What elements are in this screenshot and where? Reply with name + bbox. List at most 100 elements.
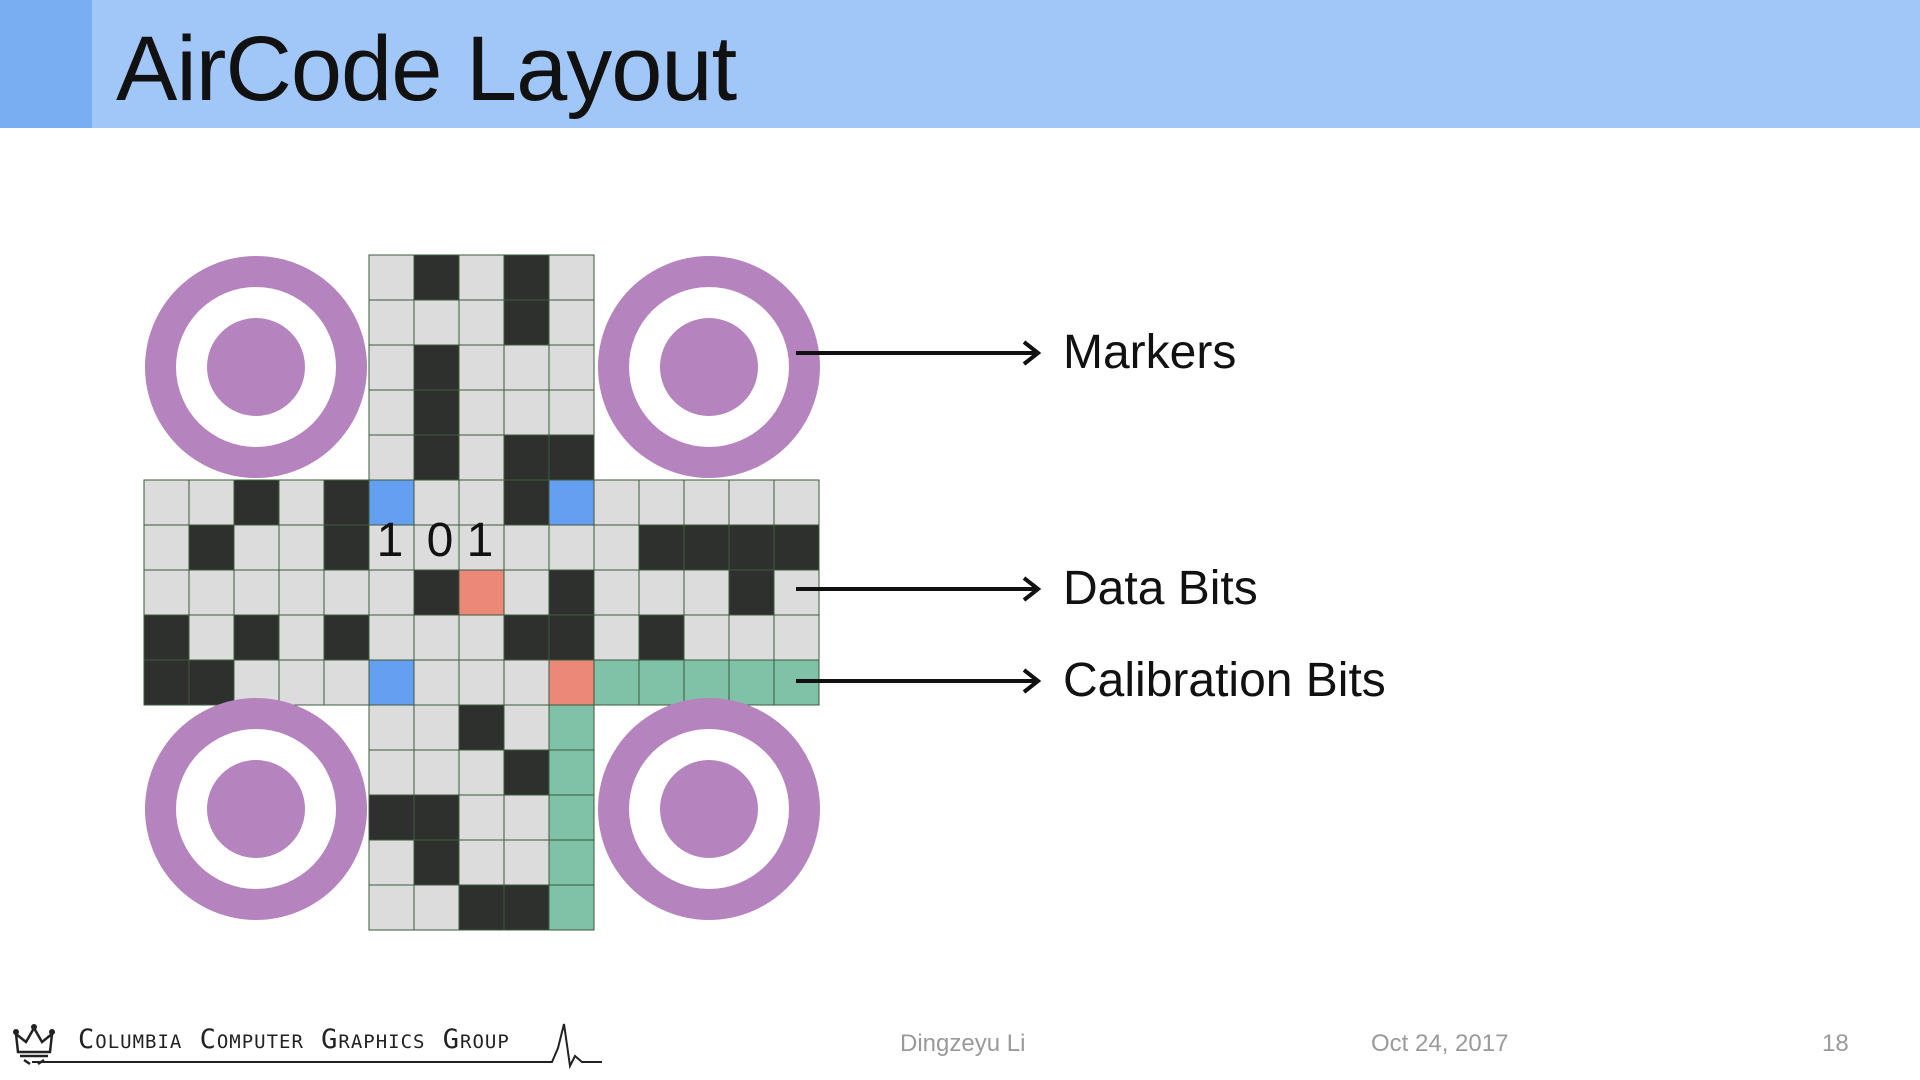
- grid-cell-light: [458, 434, 505, 481]
- calibration-bits-label: Calibration Bits: [1063, 654, 1386, 707]
- grid-cell-light: [233, 524, 280, 571]
- grid-cell-dark: [728, 524, 775, 571]
- grid-cell-light: [548, 344, 595, 391]
- title-bar: [0, 0, 1920, 128]
- grid-cell-green: [548, 704, 595, 751]
- grid-cell-dark: [188, 524, 235, 571]
- grid-cell-green: [638, 659, 685, 706]
- grid-cell-light: [413, 479, 460, 526]
- data-bits-arrow: [796, 576, 1042, 602]
- grid-cell-light: [458, 299, 505, 346]
- grid-cell-light: [413, 614, 460, 661]
- grid-cell-dark: [503, 884, 550, 931]
- grid-cell-light: [593, 524, 640, 571]
- grid-cell-light: [278, 479, 325, 526]
- markers-arrow: [796, 340, 1042, 366]
- grid-cell-light: [413, 659, 460, 706]
- grid-cell-light: [458, 659, 505, 706]
- grid-cell-dark: [323, 614, 370, 661]
- grid-cell-light: [773, 569, 820, 616]
- markers-group: [145, 256, 820, 920]
- author-name: Dingzeyu Li: [900, 1030, 1026, 1057]
- marker: [145, 256, 367, 478]
- grid-cell-light: [458, 614, 505, 661]
- grid-cell-light: [503, 569, 550, 616]
- grid-cell-light: [548, 389, 595, 436]
- grid-cell-dark: [503, 614, 550, 661]
- grid-cell-dark: [143, 659, 190, 706]
- grid-cell-light: [503, 839, 550, 886]
- grid-cell-light: [593, 614, 640, 661]
- grid-cell-light: [413, 524, 460, 571]
- grid-cell-light: [368, 344, 415, 391]
- grid-cell-light: [458, 479, 505, 526]
- grid-cell-green: [548, 794, 595, 841]
- marker-center-dot: [660, 760, 758, 858]
- grid-cell-light: [548, 524, 595, 571]
- marker: [598, 256, 820, 478]
- grid-cell-light: [368, 884, 415, 931]
- grid-cell-light: [323, 659, 370, 706]
- grid-cell-light: [278, 524, 325, 571]
- marker-center-dot: [207, 760, 305, 858]
- grid-cell-dark: [413, 794, 460, 841]
- grid-cell-light: [503, 344, 550, 391]
- bit-value-label: 1: [377, 514, 404, 567]
- grid-cell-light: [413, 704, 460, 751]
- grid-cell-dark: [503, 749, 550, 796]
- grid-cell-blue: [548, 479, 595, 526]
- grid-cell-dark: [323, 479, 370, 526]
- grid-cell-green: [683, 659, 730, 706]
- grid-cell-light: [278, 614, 325, 661]
- grid-cell-dark: [458, 704, 505, 751]
- grid-cell-light: [368, 839, 415, 886]
- logo-text: Columbia Computer Graphics Group: [78, 1024, 510, 1055]
- grid-cell-dark: [728, 569, 775, 616]
- grid-cell-green: [548, 884, 595, 931]
- grid-cell-dark: [413, 389, 460, 436]
- grid-cell-green: [548, 839, 595, 886]
- grid-cell-dark: [413, 254, 460, 301]
- grid-cell-dark: [413, 569, 460, 616]
- grid-cell-light: [278, 569, 325, 616]
- grid-cell-light: [503, 524, 550, 571]
- grid-cell-dark: [143, 614, 190, 661]
- page-number: 18: [1822, 1030, 1849, 1057]
- grid-cell-light: [548, 299, 595, 346]
- grid-cell-green: [593, 659, 640, 706]
- grid-cell-dark: [413, 839, 460, 886]
- marker: [145, 698, 367, 920]
- grid-cell-blue: [368, 659, 415, 706]
- grid-cell-light: [368, 569, 415, 616]
- grid-cell-light: [503, 794, 550, 841]
- grid-cell-light: [143, 479, 190, 526]
- grid-cell-light: [458, 794, 505, 841]
- grid-cell-light: [503, 659, 550, 706]
- grid-cell-dark: [233, 614, 280, 661]
- grid-cell-light: [368, 614, 415, 661]
- grid-cell-dark: [368, 794, 415, 841]
- grid-cell-light: [368, 524, 415, 571]
- grid-cell-dark: [773, 524, 820, 571]
- grid-cell-light: [728, 479, 775, 526]
- grid-cell-light: [773, 479, 820, 526]
- grid-cell-green: [728, 659, 775, 706]
- grid-cell-red: [548, 659, 595, 706]
- grid-cell-dark: [503, 299, 550, 346]
- grid-cell-light: [728, 614, 775, 661]
- grid-cell-light: [278, 659, 325, 706]
- marker: [598, 698, 820, 920]
- calibration-bits-arrow: [796, 668, 1042, 694]
- grid-cell-dark: [413, 434, 460, 481]
- grid-cell-light: [368, 704, 415, 751]
- grid-cell-light: [638, 479, 685, 526]
- grid-cell-light: [413, 299, 460, 346]
- title-accent: [0, 0, 92, 128]
- bit-value-label: 1: [467, 514, 494, 567]
- grid-cell-light: [368, 254, 415, 301]
- markers-label: Markers: [1063, 326, 1237, 379]
- grid-cell-dark: [503, 479, 550, 526]
- grid-cell-red: [458, 569, 505, 616]
